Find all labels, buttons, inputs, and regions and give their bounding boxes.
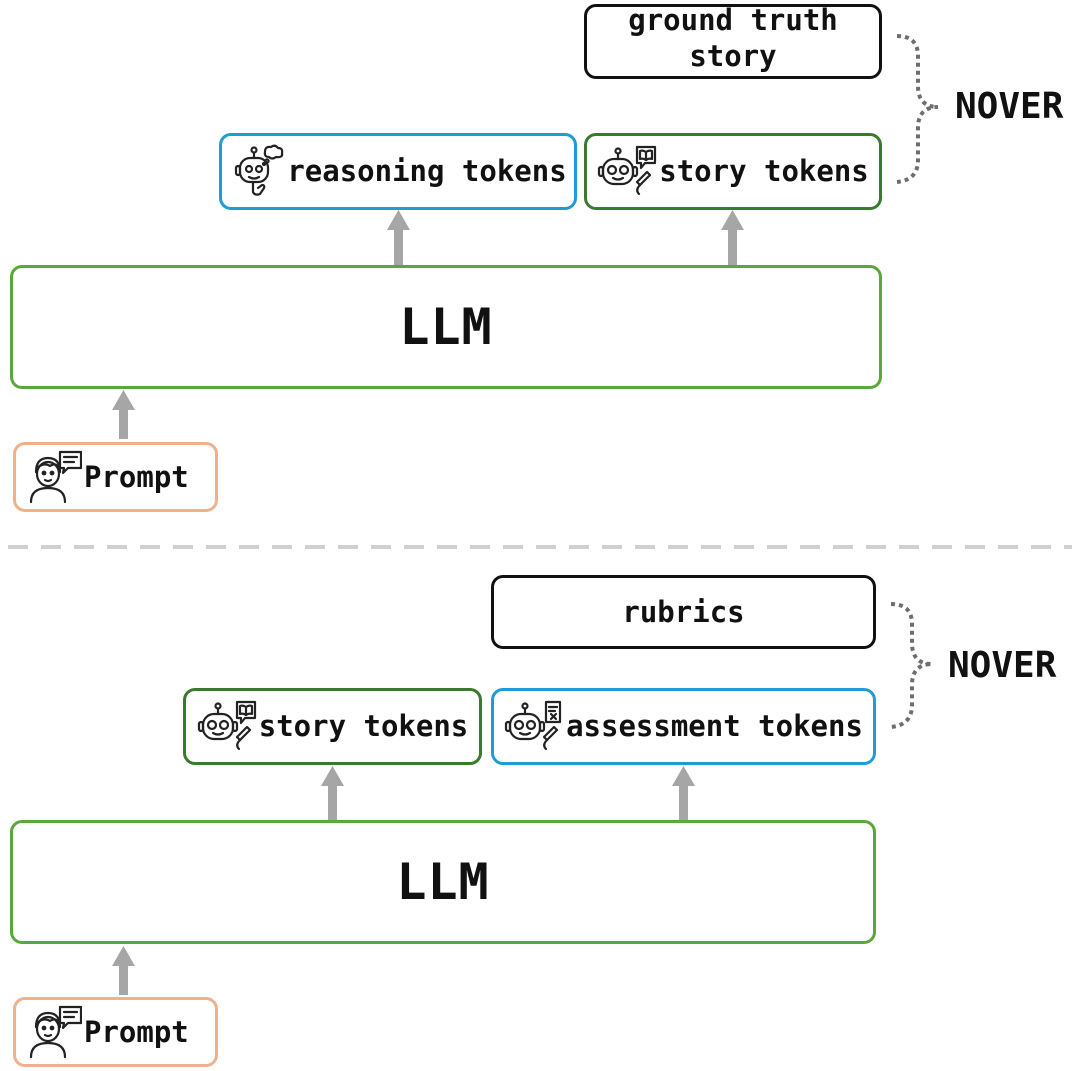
nover-label-top: NOVER — [955, 86, 1064, 127]
robot-thinking-icon — [229, 144, 285, 200]
robot-book-icon — [197, 699, 257, 755]
llm-box: LLM — [10, 265, 882, 389]
nover-brace-bottom — [890, 602, 933, 729]
assessment-tokens-label: assessment tokens — [566, 709, 863, 744]
llm-label-bottom: LLM — [396, 853, 490, 911]
prompt-box-bottom: Prompt — [13, 997, 218, 1067]
arrow-prompt-to-llm — [112, 390, 135, 439]
arrow-prompt-to-llm-bottom — [112, 946, 135, 995]
llm-label: LLM — [399, 298, 493, 356]
arrow-llm-to-story — [721, 210, 744, 265]
rubrics-label: rubrics — [622, 594, 745, 629]
nover-brace-top — [896, 34, 939, 184]
reasoning-tokens-label: reasoning tokens — [287, 154, 567, 189]
robot-checklist-icon — [504, 699, 564, 755]
prompt-label: Prompt — [84, 459, 189, 494]
story-tokens-label: story tokens — [659, 154, 869, 189]
user-speech-icon — [26, 1005, 82, 1059]
reasoning-tokens-box: reasoning tokens — [219, 133, 577, 210]
arrow-llm-to-assessment — [672, 766, 695, 821]
prompt-box: Prompt — [13, 442, 218, 512]
ground-truth-story-label: ground truth story — [628, 3, 838, 73]
assessment-tokens-box: assessment tokens — [491, 688, 876, 765]
rubrics-box: rubrics — [491, 575, 876, 649]
prompt-label-bottom: Prompt — [84, 1014, 189, 1049]
llm-box-bottom: LLM — [10, 820, 876, 944]
arrow-llm-to-story-bottom — [321, 766, 344, 821]
ground-truth-story-box: ground truth story — [584, 3, 882, 79]
story-tokens-label-bottom: story tokens — [258, 709, 469, 744]
story-tokens-box-bottom: story tokens — [183, 688, 482, 765]
story-tokens-box: story tokens — [584, 133, 882, 210]
robot-book-icon — [597, 144, 657, 200]
arrow-llm-to-reasoning — [387, 210, 410, 265]
nover-label-bottom: NOVER — [948, 645, 1057, 686]
user-speech-icon — [26, 450, 82, 504]
